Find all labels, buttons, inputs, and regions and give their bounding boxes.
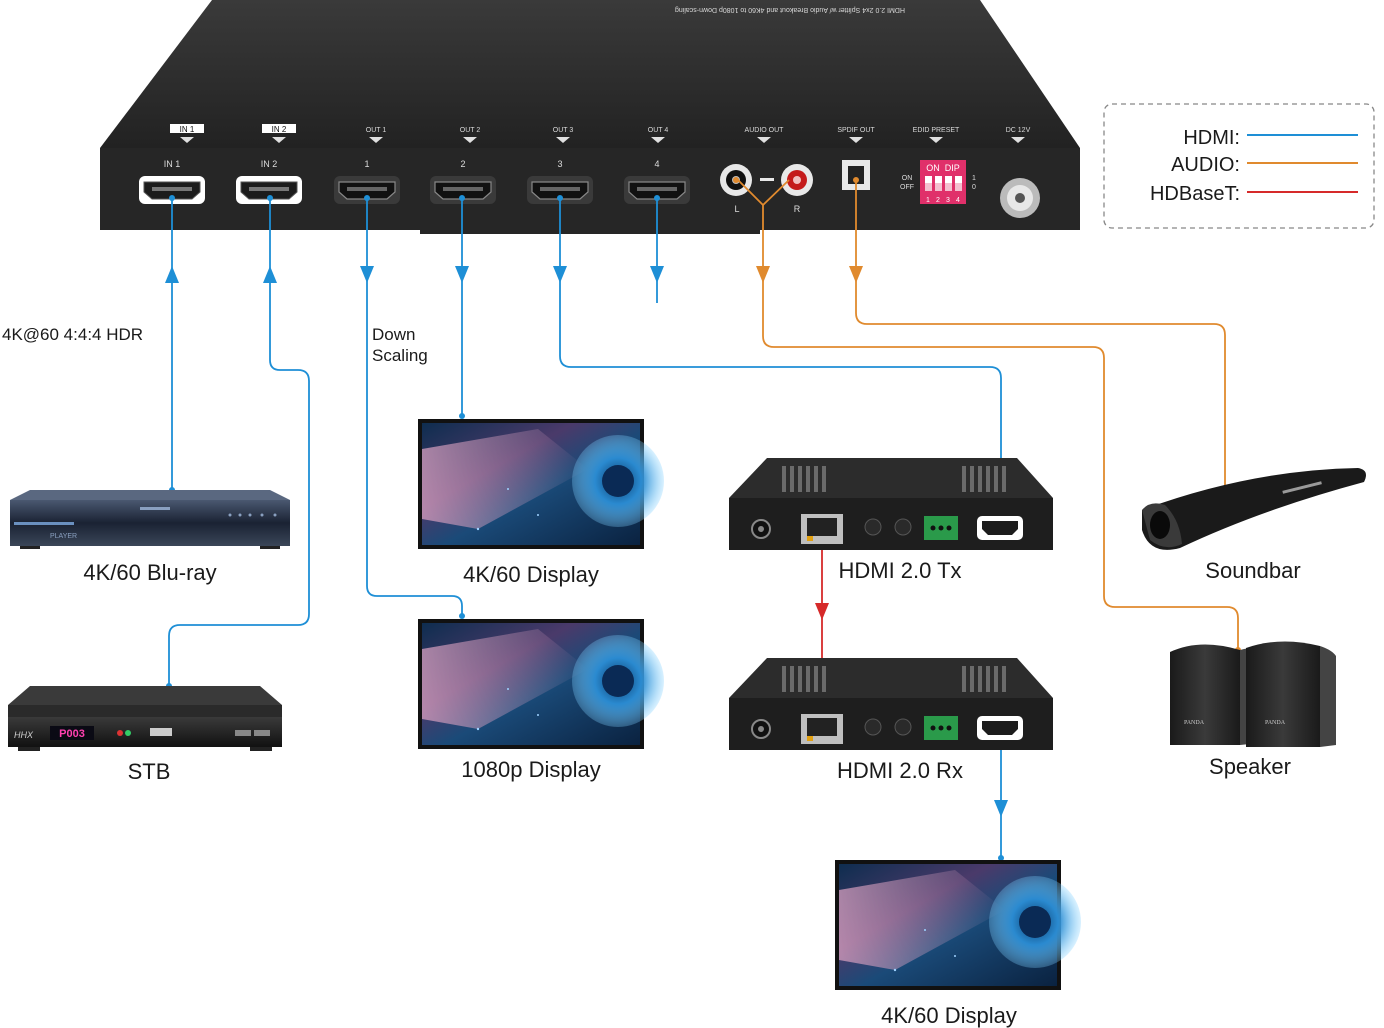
splitter-top-caption: HDMI 2.0 2x4 Splitter w/ Audio Breakout … bbox=[675, 6, 905, 13]
speaker-brand-right: PANDA bbox=[1265, 720, 1286, 726]
stb-device: HHX P003 bbox=[8, 686, 282, 751]
tx-label: HDMI 2.0 Tx bbox=[838, 558, 961, 583]
display-4k-top-label: 4K/60 Display bbox=[463, 562, 599, 587]
top-label-in1: IN 1 bbox=[180, 125, 195, 134]
port-label-in1: IN 1 bbox=[164, 159, 181, 169]
port-label-out3: 3 bbox=[557, 159, 562, 169]
rca-right-label: R bbox=[794, 204, 801, 214]
legend-hdmi-label: HDMI: bbox=[1183, 127, 1240, 149]
dip-title: ON DIP bbox=[926, 163, 960, 173]
arrow-down-icon bbox=[756, 266, 770, 283]
splitter-unit: HDMI 2.0 2x4 Splitter w/ Audio Breakout … bbox=[100, 0, 1080, 234]
port-label-in2: IN 2 bbox=[261, 159, 278, 169]
dip-on-label: ON bbox=[902, 175, 913, 182]
edid-dip-switch: ON DIP 1 2 3 4 ON OFF 1 0 bbox=[900, 160, 976, 204]
dip-one-label: 1 bbox=[972, 175, 976, 182]
top-label-in2: IN 2 bbox=[272, 125, 287, 134]
cable-stb-in2 bbox=[168, 200, 310, 686]
bluray-label: 4K/60 Blu-ray bbox=[83, 560, 216, 585]
display-4k-bottom-label: 4K/60 Display bbox=[881, 1003, 1017, 1028]
display-1080p-label: 1080p Display bbox=[461, 757, 600, 782]
dip-zero-label: 0 bbox=[972, 184, 976, 191]
port-label-out2: 2 bbox=[460, 159, 465, 169]
arrow-down-icon bbox=[360, 266, 374, 283]
top-label-audio-out: AUDIO OUT bbox=[745, 127, 785, 134]
speaker-label: Speaker bbox=[1209, 754, 1291, 779]
down-scaling-line1: Down bbox=[372, 325, 415, 344]
speaker-brand-left: PANDA bbox=[1184, 720, 1205, 726]
hdr-annotation: 4K@60 4:4:4 HDR bbox=[2, 325, 143, 344]
arrow-down-icon bbox=[815, 603, 829, 620]
legend: HDMI: AUDIO: HDBaseT: bbox=[1103, 103, 1375, 229]
arrow-up-icon bbox=[165, 266, 179, 283]
stb-brand: P003 bbox=[59, 728, 85, 740]
display-4k-bottom bbox=[835, 860, 1081, 990]
arrow-down-icon bbox=[553, 266, 567, 283]
top-label-edid-preset: EDID PRESET bbox=[913, 127, 960, 134]
dip-num-4: 4 bbox=[956, 197, 960, 204]
arrow-down-icon bbox=[650, 266, 664, 283]
dip-off-label: OFF bbox=[900, 184, 914, 191]
arrow-icons bbox=[165, 177, 1241, 861]
chevron-down-icon bbox=[180, 137, 1025, 143]
speaker-pair: PANDA PANDA bbox=[1170, 641, 1336, 747]
cable-out1-1080p bbox=[366, 200, 463, 616]
soundbar-device bbox=[1142, 468, 1366, 550]
stb-logo: HHX bbox=[14, 730, 34, 740]
port-label-out4: 4 bbox=[654, 159, 659, 169]
rca-audio-ports: L R bbox=[720, 164, 813, 214]
rx-label: HDMI 2.0 Rx bbox=[837, 758, 963, 783]
soundbar-label: Soundbar bbox=[1205, 558, 1300, 583]
legend-hdbaset-label: HDBaseT: bbox=[1150, 183, 1240, 205]
top-label-out1: OUT 1 bbox=[366, 127, 387, 134]
down-scaling-line2: Scaling bbox=[372, 346, 428, 365]
top-label-out4: OUT 4 bbox=[648, 127, 669, 134]
arrow-up-icon bbox=[263, 266, 277, 283]
dip-num-2: 2 bbox=[936, 197, 940, 204]
display-4k-top bbox=[418, 419, 664, 549]
cable-out3-tx bbox=[559, 200, 1002, 530]
bluray-brand: PLAYER bbox=[50, 533, 77, 540]
arrow-down-icon bbox=[849, 266, 863, 283]
port-label-out1: 1 bbox=[364, 159, 369, 169]
dc-power-jack bbox=[1000, 178, 1040, 218]
rca-left-label: L bbox=[734, 204, 739, 214]
top-label-out3: OUT 3 bbox=[553, 127, 574, 134]
cable-audio-speaker bbox=[762, 205, 1239, 650]
splitter-top-labels: IN 1 IN 2 OUT 1 OUT 2 OUT 3 OUT 4 AUDIO … bbox=[170, 124, 1031, 143]
top-label-spdif-out: SPDIF OUT bbox=[837, 127, 875, 134]
top-label-dc: DC 12V bbox=[1006, 127, 1031, 134]
dip-num-1: 1 bbox=[926, 197, 930, 204]
cables bbox=[168, 179, 1239, 858]
hdmi-tx-extender bbox=[728, 457, 1054, 551]
cable-spdif-soundbar bbox=[855, 180, 1226, 492]
display-1080p bbox=[418, 619, 664, 749]
dip-num-3: 3 bbox=[946, 197, 950, 204]
spdif-port bbox=[842, 160, 870, 190]
stb-label: STB bbox=[128, 759, 171, 784]
bluray-player: PLAYER bbox=[10, 490, 290, 549]
top-label-out2: OUT 2 bbox=[460, 127, 481, 134]
arrow-down-icon bbox=[994, 800, 1008, 817]
arrow-down-icon bbox=[455, 266, 469, 283]
legend-audio-label: AUDIO: bbox=[1171, 154, 1240, 176]
hdmi-rx-extender bbox=[728, 657, 1054, 751]
